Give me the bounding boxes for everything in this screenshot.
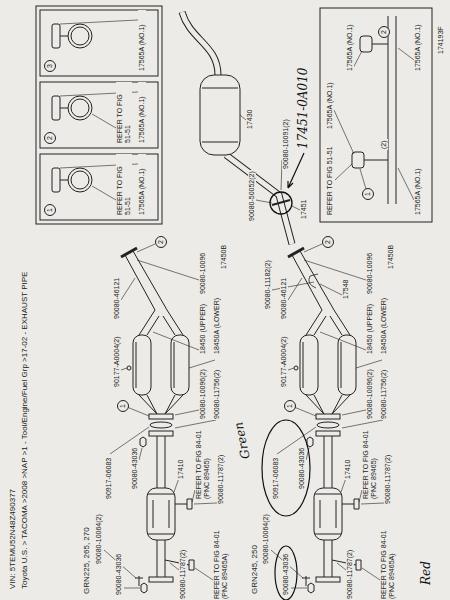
callout-number: 3 [44,60,56,72]
part-number: 17565A (NO.1) [414,167,422,216]
part-number: 90080-43036 [282,553,290,596]
part-number: 90080-10096 [366,252,374,295]
part-number: 90080-43036 [115,553,123,596]
part-number: 90080-11756(2) [213,369,221,420]
part-number: 17565A (NO.1) [138,10,146,72]
part-number: 90080-46121 [113,277,121,320]
part-number: 90080-11787(2) [384,454,392,505]
group-code: GRN245, 250 [250,544,259,595]
part-number: 90080-11182(2) [264,259,272,310]
callout-number: 1 [117,400,129,412]
callout-number: 2 [322,236,334,248]
callout-number: 1 [44,204,56,216]
part-number: 90080-46121 [280,277,288,320]
part-number: REFER TO FIG 84-01 (PNC 89465) [195,426,211,500]
part-number: 18450A (LOWER) [380,297,388,355]
part-number: 90080-10096(2) [199,368,207,420]
part-number: 90080-11787(2) [217,454,225,505]
part-number: 17565A (NO.1) [414,23,422,72]
part-number: 18450 (UPPER) [199,303,207,355]
part-number: 90080-43036 [298,447,306,490]
part-number: 17565A (NO.1) [326,81,334,130]
part-number: 90080-10064(2) [95,513,103,565]
callout-number: 1 [362,188,374,200]
handwritten-note: Red [420,560,434,586]
part-number: 90177-A0004(2) [113,335,121,388]
part-number: 17410 [177,459,185,480]
callout-number: 1 [284,400,296,412]
part-number: 18450 (UPPER) [366,303,374,355]
part-number: 90080-50052(2) [248,170,256,222]
part-number: 18450A (LOWER) [213,297,221,355]
part-number: 17548 [342,279,350,300]
part-number: 90080-11787(2) [179,549,187,600]
part-number: 90080-11756(2) [380,369,388,420]
part-number: 90080-10091(2) [282,118,290,170]
handwritten-note: Green [232,420,254,461]
part-number: 17410 [344,459,352,480]
part-number: REFER TO FIG 51-51 [116,154,132,216]
part-number: 17451 [300,199,308,220]
part-number: REFER TO FIG 84-01 (PNC 89465A) [213,526,229,600]
part-number: REFER TO FIG 84-01 (PNC 89465) [362,426,378,500]
callout-number: 2 [378,26,390,38]
callout-number: 2 [44,132,56,144]
part-number: 17565A (NO.1) [346,23,354,72]
header-text: Toyota U.S. > TACOMA >2008 >NAP >1 - Too… [20,271,29,590]
part-number: 17450B [387,244,395,270]
callout-number: 2 [155,236,167,248]
part-number: 90080-43036 [131,447,139,490]
part-number: 90080-10096(2) [366,368,374,420]
handwritten-note: 17451-0A010 [297,67,311,150]
part-number: REFER TO FIG 51-51 [116,82,132,144]
part-number: REFER TO FIG 51-51 [326,134,334,216]
part-number: 17565A (NO.1) [138,82,146,144]
part-number: 17450B [220,244,228,270]
group-code: GRN225, 265, 270 [82,526,91,595]
part-number: 90080-10064(2) [262,513,270,565]
part-number: 90177-A0004(2) [280,335,288,388]
part-number: 90080-11787(2) [346,549,354,600]
part-number: 90917-06083 [105,457,113,500]
header-text: VIN: 5TEMU52N48Z490377 [8,488,17,590]
part-number: 90917-06083 [272,457,280,500]
part-number: 17430 [246,109,254,130]
part-number: 90080-10096 [199,252,207,295]
part-number: REFER TO FIG 84-01 (PNC 89465A) [380,526,396,600]
part-number: 17565A (NO.1) [138,154,146,216]
part-number: (2) [380,139,388,150]
part-number: 174193F [437,25,445,55]
